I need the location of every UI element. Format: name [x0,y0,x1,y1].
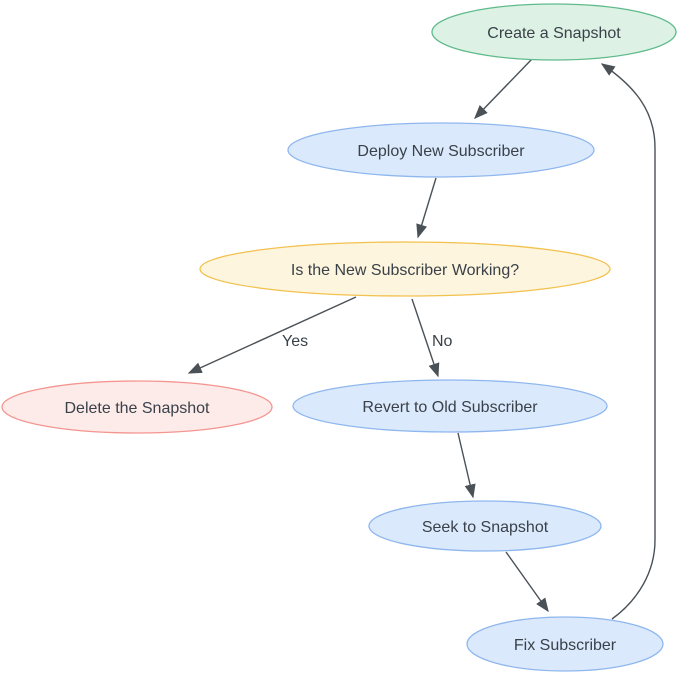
node-is-working-label: Is the New Subscriber Working? [291,262,519,279]
edge-create-to-deploy [474,58,533,120]
edge-layer: Yes No [187,58,656,620]
node-is-working: Is the New Subscriber Working? [199,241,611,297]
edge-seek-to-fix [505,551,549,613]
node-seek-to-snapshot-shape [368,500,602,552]
node-delete-snapshot: Delete the Snapshot [1,380,273,434]
node-delete-snapshot-shape [1,380,273,434]
edge-label-yes: Yes [282,333,308,350]
edge-working-to-delete [187,296,357,374]
node-revert-old-subscriber: Revert to Old Subscriber [292,379,608,433]
node-is-working-shape [199,241,611,297]
node-delete-snapshot-label: Delete the Snapshot [65,400,211,417]
node-create-snapshot-shape [431,3,677,61]
node-create-snapshot-label: Create a Snapshot [487,25,621,42]
edge-fix-to-create [600,63,656,620]
node-fix-subscriber-shape [466,616,664,672]
edge-deploy-to-working [416,177,437,239]
node-deploy-new-subscriber-label: Deploy New Subscriber [357,143,525,160]
node-seek-to-snapshot: Seek to Snapshot [368,500,602,552]
node-seek-to-snapshot-label: Seek to Snapshot [422,519,549,536]
edge-label-no: No [432,333,453,350]
node-deploy-new-subscriber-shape [287,122,595,178]
edge-revert-to-seek [457,432,476,499]
node-fix-subscriber-label: Fix Subscriber [514,637,617,654]
node-revert-old-subscriber-shape [292,379,608,433]
node-revert-old-subscriber-label: Revert to Old Subscriber [362,399,538,416]
edge-working-to-revert [411,298,440,378]
node-create-snapshot: Create a Snapshot [431,3,677,61]
node-fix-subscriber: Fix Subscriber [466,616,664,672]
node-deploy-new-subscriber: Deploy New Subscriber [287,122,595,178]
